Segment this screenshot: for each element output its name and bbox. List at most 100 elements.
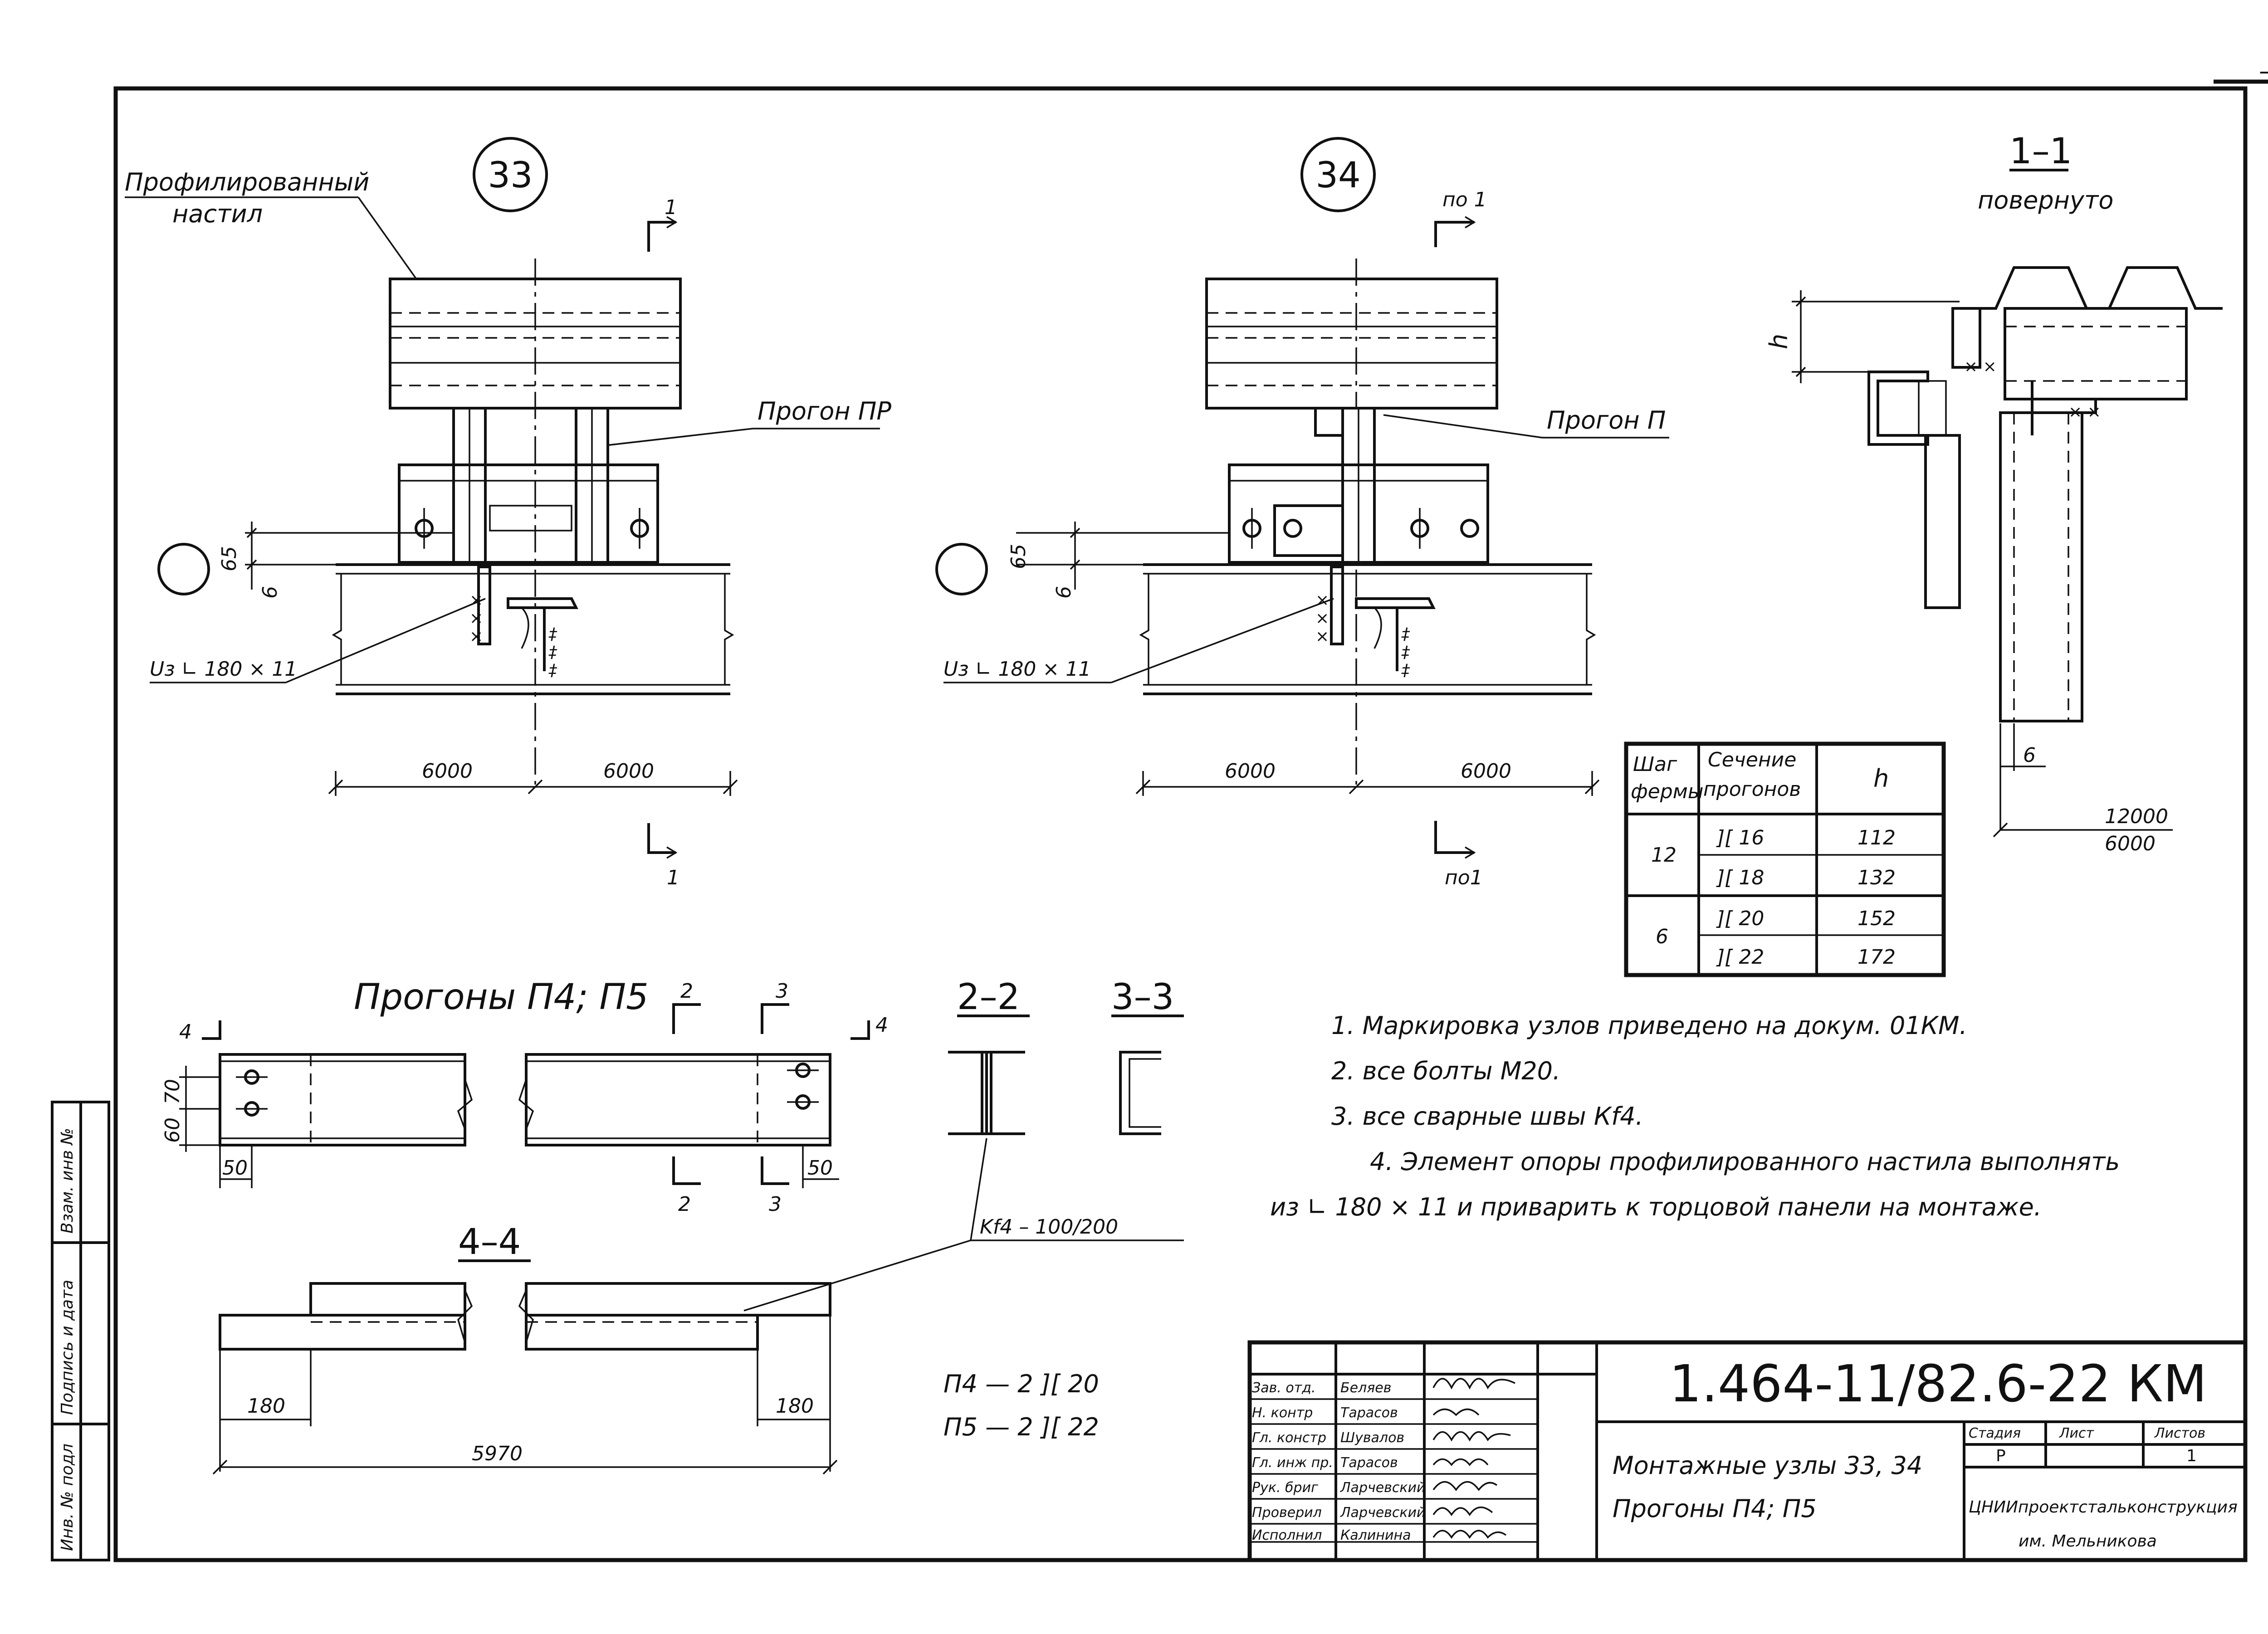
deck-label-line1: Профилированный xyxy=(125,168,369,196)
tb-role-2: Гл. констр xyxy=(1252,1430,1326,1446)
purlins-dim-50-right: 50 xyxy=(807,1156,833,1180)
title-block-desc-2: Прогоны П4; П5 xyxy=(1613,1494,1817,1523)
side-stamp: Взам. инв № Подпись и дата Инв. № подл xyxy=(51,1101,110,1561)
node-33-purlin-label: Прогон ПР xyxy=(758,397,891,425)
table-step-12: 12 xyxy=(1651,844,1677,867)
svg-text:‡: ‡ xyxy=(1401,661,1410,680)
purlins-mark-3-top: 3 xyxy=(776,980,788,1003)
corner-mark: — xyxy=(2259,57,2268,85)
note-2: 2. все болты М20. xyxy=(1331,1057,1560,1085)
section-1-1-dim-h: h xyxy=(1765,334,1793,349)
node-33-detail: 33 Профилированный настил 1 Прогон ПР xyxy=(125,137,891,889)
tb-name-2: Шувалов xyxy=(1340,1430,1404,1446)
svg-text:‡: ‡ xyxy=(548,661,557,680)
purlin-table: Шаг фермы Сечение прогонов h 12 ][ 16 11… xyxy=(1624,741,1946,977)
table-section-16: ][ 16 xyxy=(1716,826,1764,849)
table-h-152: 152 xyxy=(1857,907,1896,930)
node-33-deck xyxy=(389,278,682,410)
tb-name-1: Тарасов xyxy=(1340,1405,1398,1421)
tb-role-1: Н. контр xyxy=(1252,1405,1313,1421)
svg-text:× ×: × × xyxy=(2068,403,2101,421)
tb-name-0: Беляев xyxy=(1340,1380,1391,1396)
purlins-mark-4-left: 4 xyxy=(179,1020,192,1044)
table-header-step-2: фермы xyxy=(1631,780,1704,803)
purlins-mark-3-bottom: 3 xyxy=(769,1193,782,1216)
node-33-dim-65: 65 xyxy=(218,546,241,571)
stamp-signature-date: Подпись и дата xyxy=(58,1280,77,1415)
table-step-6: 6 xyxy=(1656,925,1668,948)
node-34-dim-6: 6 xyxy=(1052,586,1075,599)
title-block-code: 1.464-11/82.6-22 КМ xyxy=(1669,1355,2207,1414)
tb-role-4: Рук. бриг xyxy=(1252,1480,1318,1496)
tb-name-5: Ларчевский xyxy=(1340,1505,1425,1521)
tb-role-6: Исполнил xyxy=(1252,1527,1322,1543)
table-h-112: 112 xyxy=(1857,826,1896,849)
purlins-mark-4-right: 4 xyxy=(875,1014,888,1037)
tb-role-3: Гл. инж пр. xyxy=(1252,1455,1333,1471)
node-33-plate xyxy=(398,463,659,564)
purlins-dim-60: 60 xyxy=(161,1117,184,1143)
svg-text:‡: ‡ xyxy=(1401,643,1410,662)
node-34-purlin-label: Прогон П xyxy=(1547,406,1666,434)
node-34-dim-65: 65 xyxy=(1007,544,1030,569)
table-header-section-2: прогонов xyxy=(1703,778,1801,801)
section-1-1-dim-12000: 12000 xyxy=(2105,805,2168,828)
purlins-weld-label: Kf4 – 100/200 xyxy=(980,1215,1118,1239)
note-1: 1. Маркировка узлов приведено на докум. … xyxy=(1331,1011,1967,1040)
title-block-sheets-header: Листов xyxy=(2154,1425,2205,1441)
node-34-bolt-marker xyxy=(935,543,988,595)
title-block-stage-value: Р xyxy=(1996,1447,2006,1465)
svg-text:× ×: × × xyxy=(1964,357,1997,376)
svg-text:×: × xyxy=(1315,591,1329,610)
node-33-span-right: 6000 xyxy=(603,760,654,783)
node-33-section-top: 1 xyxy=(665,196,677,219)
table-header-section-1: Сечение xyxy=(1708,748,1796,771)
title-block-sheets-value: 1 xyxy=(2186,1447,2197,1465)
section-1-1-subtitle: повернуто xyxy=(1978,186,2113,215)
table-section-18: ][ 18 xyxy=(1716,866,1764,889)
table-section-20: ][ 20 xyxy=(1716,907,1764,930)
svg-text:×: × xyxy=(1315,609,1329,628)
stamp-replace-inv: Взам. инв № xyxy=(58,1128,77,1234)
purlins-detail: Прогоны П4; П5 2 3 4 4 60 xyxy=(161,977,1184,1475)
purlins-dim-70: 70 xyxy=(161,1079,184,1104)
table-header-h: h xyxy=(1873,764,1889,793)
title-block: 1.464-11/82.6-22 КМ Монтажные узлы 33, 3… xyxy=(1247,1340,2248,1562)
tb-role-5: Проверил xyxy=(1252,1505,1322,1521)
node-33-dim-6: 6 xyxy=(259,586,282,599)
section-4-4-title: 4–4 xyxy=(458,1222,521,1263)
purlins-dim-5970: 5970 xyxy=(472,1442,523,1465)
section-1-1-dim-6000: 6000 xyxy=(2105,832,2156,855)
node-34-deck xyxy=(1205,278,1498,410)
table-h-172: 172 xyxy=(1857,946,1896,969)
purlins-mark-2-bottom: 2 xyxy=(678,1193,691,1216)
title-block-sheet-header: Лист xyxy=(2059,1425,2095,1441)
node-33-bolt-marker xyxy=(157,543,210,595)
node-34-detail: 34 по 1 Прогон П xyxy=(935,137,1669,889)
title-block-stage-header: Стадия xyxy=(1969,1425,2021,1441)
section-1-1-dim-6: 6 xyxy=(2023,744,2036,767)
table-section-22: ][ 22 xyxy=(1716,946,1764,969)
note-4-cont: из ∟ 180 × 11 и приварить к торцовой пан… xyxy=(1270,1193,2042,1221)
node-33-number: 33 xyxy=(488,155,533,196)
svg-text:‡: ‡ xyxy=(548,643,557,662)
section-1-1: 1–1 повернуто × × × × h 6 xyxy=(1765,131,2223,855)
tb-role-0: Зав. отд. xyxy=(1252,1380,1315,1396)
tb-name-3: Тарасов xyxy=(1340,1455,1398,1471)
node-34-number: 34 xyxy=(1315,155,1360,196)
svg-text:×: × xyxy=(469,627,483,646)
svg-text:‡: ‡ xyxy=(1401,625,1410,644)
node-34-circle xyxy=(1300,137,1376,212)
svg-text:×: × xyxy=(1315,627,1329,646)
purlins-p5-spec: П5 — 2 ][ 22 xyxy=(943,1413,1099,1441)
notes: 1. Маркировка узлов приведено на докум. … xyxy=(1270,1011,2120,1221)
deck-label-line2: настил xyxy=(172,200,263,228)
node-33-circle xyxy=(473,137,548,212)
stamp-inv-original: Инв. № подл xyxy=(58,1444,77,1551)
purlins-p4-spec: П4 — 2 ][ 20 xyxy=(943,1370,1099,1398)
purlins-dim-180-left: 180 xyxy=(247,1395,285,1418)
note-3: 3. все сварные швы Кf4. xyxy=(1331,1102,1643,1131)
purlins-title: Прогоны П4; П5 xyxy=(354,977,649,1018)
signatures xyxy=(1432,1378,1515,1539)
